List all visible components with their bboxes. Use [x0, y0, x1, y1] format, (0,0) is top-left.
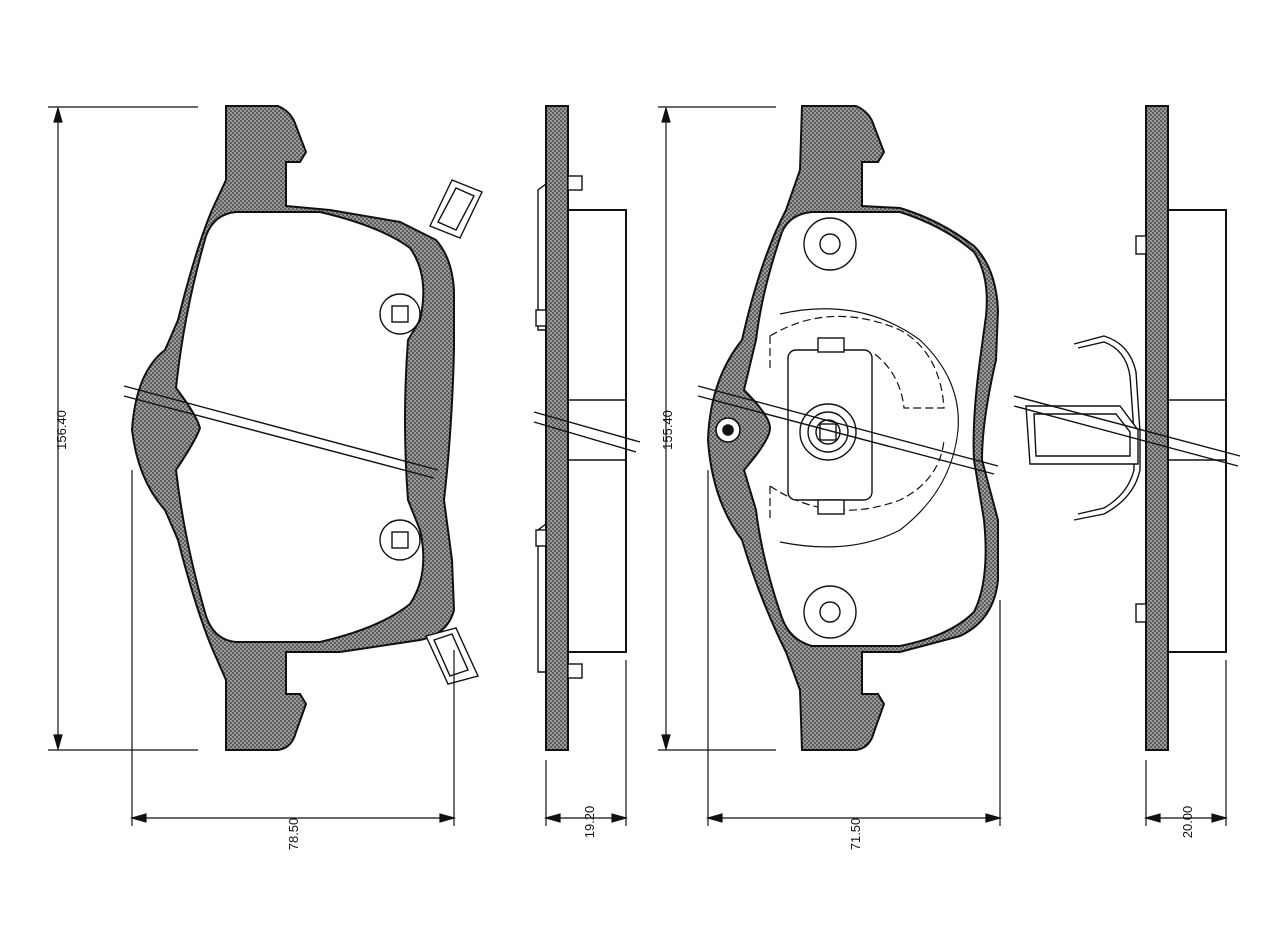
pad1-side-view: [533, 105, 641, 751]
pad1-lower-rivet: [379, 519, 421, 561]
pad2-thickness-label: 20.00: [1180, 806, 1195, 839]
pad2-height-label: 155.40: [660, 410, 675, 450]
pad1-height-label: 156.40: [54, 410, 69, 450]
pad2-center-clip: [787, 337, 873, 515]
pad2-upper-hole: [803, 217, 857, 271]
pad2-piston-outline: [769, 308, 959, 548]
pad1-section-line: [123, 385, 439, 479]
pad2-side-section-line: [1013, 395, 1241, 467]
pad1-side-friction: [567, 209, 627, 653]
pad1-thickness-label: 19.20: [582, 806, 597, 839]
pad2-front-view: [697, 105, 1000, 751]
pad2-sensor-hole: [715, 417, 741, 443]
pad2-side-spring-clip: [1025, 335, 1141, 521]
pad2-section-line: [697, 385, 999, 475]
pad1-side-clips: [535, 175, 583, 679]
pad2-lower-hole: [803, 585, 857, 639]
dimension-lines: [48, 105, 1229, 826]
pad1-front-view: [123, 105, 483, 751]
pad1-side-section-line: [533, 411, 641, 453]
pad1-lower-clip: [425, 627, 479, 685]
pad1-side-backing-plate: [545, 105, 569, 751]
pad2-side-friction: [1167, 209, 1227, 653]
pad1-width-label: 78.50: [286, 818, 301, 851]
pad2-side-backing-plate: [1145, 105, 1169, 751]
pad2-side-view: [1013, 105, 1241, 751]
pad2-width-label: 71.50: [848, 818, 863, 851]
pad1-upper-clip: [429, 179, 483, 239]
pad1-upper-rivet: [379, 293, 421, 335]
pad1-friction-material: [174, 211, 425, 643]
